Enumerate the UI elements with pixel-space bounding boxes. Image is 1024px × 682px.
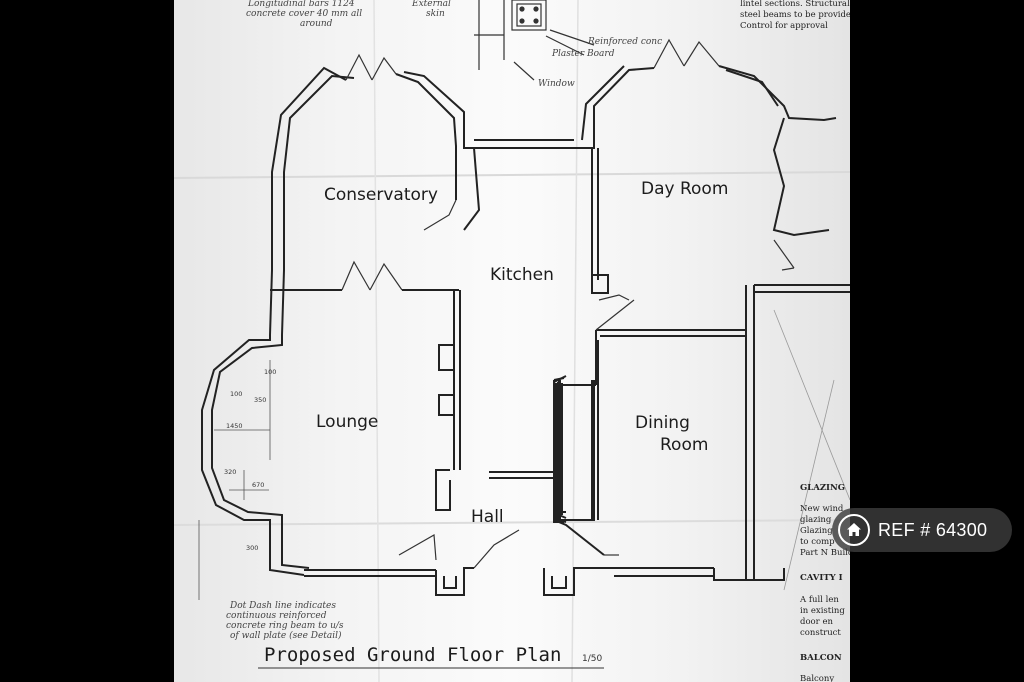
dimension-label: 670: [252, 481, 264, 489]
handwritten-note: Window: [538, 79, 575, 89]
room-label-dining-room: Room: [660, 435, 708, 455]
dimension-label: 350: [254, 396, 266, 404]
room-label-conservatory: Conservatory: [324, 185, 438, 205]
plan-scale: 1/50: [582, 654, 602, 664]
spec-note: Glazing: [800, 526, 833, 536]
home-icon: [838, 514, 870, 546]
spec-note: A full len: [799, 595, 839, 605]
handwritten-note: concrete ring beam to u/s: [226, 621, 344, 631]
spec-note: steel beams to be provided to: [740, 10, 850, 20]
floor-plan-photo: Conservatory Day Room Kitchen Lounge Din…: [174, 0, 850, 682]
dimension-label: 100: [230, 390, 242, 398]
spec-note: in existing: [800, 606, 845, 616]
handwritten-note: Reinforced conc: [587, 37, 662, 47]
spec-heading: BALCON: [800, 653, 842, 663]
room-label-dining: Dining: [635, 413, 690, 433]
spec-note: glazing: [800, 515, 832, 525]
dimension-label: 300: [246, 544, 258, 552]
room-label-kitchen: Kitchen: [490, 265, 554, 285]
handwritten-note: of wall plate (see Detail): [230, 630, 342, 641]
spec-note: Balcony: [800, 674, 834, 682]
handwritten-note: skin: [426, 9, 445, 19]
room-label-hall: Hall: [471, 507, 504, 527]
floor-plan-drawing: Conservatory Day Room Kitchen Lounge Din…: [174, 0, 850, 682]
spec-note: door en: [800, 617, 833, 627]
lounge-wall: [201, 335, 305, 576]
conservatory-wall: [269, 66, 347, 336]
handwritten-note: Longitudinal bars 1124: [247, 0, 355, 9]
spec-note: Part N Build: [800, 548, 850, 558]
handwritten-note: concrete cover 40 mm all: [246, 9, 362, 19]
dimension-label: 1450: [226, 422, 243, 430]
room-label-day-room: Day Room: [641, 179, 728, 199]
spec-note: construct: [800, 628, 841, 638]
handwritten-note: Dot Dash line indicates: [229, 601, 336, 611]
room-label-lounge: Lounge: [316, 412, 378, 432]
handwritten-note: around: [300, 19, 333, 29]
spec-note: lintel sections. Structural calc: [740, 0, 850, 9]
reference-number: REF # 64300: [878, 519, 988, 540]
handwritten-note: External: [411, 0, 451, 9]
spec-note: New wind: [800, 504, 844, 514]
dimension-label: 320: [224, 468, 236, 476]
reference-badge: REF # 64300: [832, 508, 1012, 552]
day-room-wall: [574, 67, 655, 149]
conservatory-wall-inner: [281, 74, 355, 336]
spec-note: to comp: [800, 537, 835, 547]
plan-title: Proposed Ground Floor Plan: [264, 644, 561, 666]
handwritten-note: Plaster Board: [551, 49, 615, 59]
dimension-label: 100: [264, 368, 276, 376]
spec-heading: GLAZING: [800, 483, 845, 493]
handwritten-note: continuous reinforced: [226, 611, 327, 621]
spec-note: Control for approval: [740, 21, 828, 31]
spec-heading: CAVITY I: [800, 573, 843, 583]
